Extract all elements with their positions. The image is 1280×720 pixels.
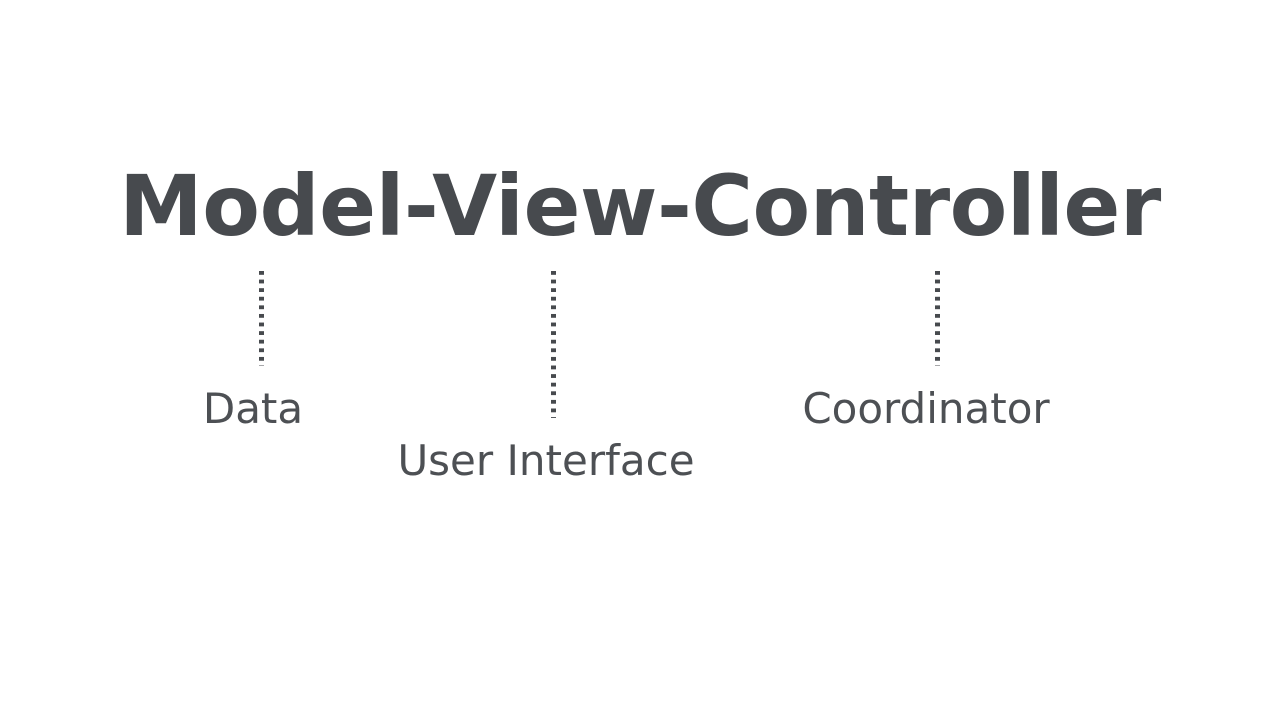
dotted-connector-view <box>551 271 556 418</box>
callout-label-model: Data <box>202 384 304 433</box>
page-title: Model-View-Controller <box>119 157 1161 255</box>
callout-label-view: User Interface <box>397 436 695 485</box>
title-row: Model-View-Controller <box>0 164 1280 248</box>
callout-label-controller: Coordinator <box>802 384 1050 433</box>
dotted-connector-model <box>259 271 264 366</box>
dotted-connector-controller <box>935 271 940 366</box>
